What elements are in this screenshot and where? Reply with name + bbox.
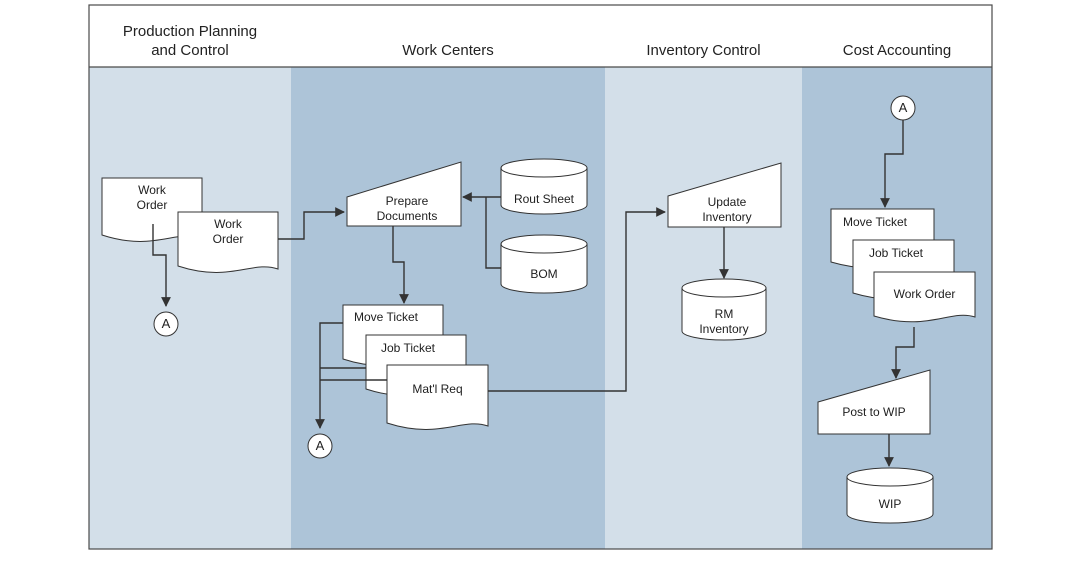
post-to-wip-process xyxy=(817,369,931,435)
off-page-connector-a-wc xyxy=(307,433,333,459)
rout-sheet-label: Rout Sheet xyxy=(513,191,575,206)
lane-header-work-centers: Work Centers xyxy=(402,42,494,59)
bom-label: BOM xyxy=(530,266,558,281)
rout-sheet-file xyxy=(500,158,588,215)
work-order-label-ca: Work Order xyxy=(893,286,956,301)
flow-work-order-to-prepare xyxy=(278,207,345,240)
flow-move-ticket-to-connector xyxy=(315,322,343,429)
work-order-document-ca xyxy=(873,271,976,323)
work-order-label-1: Work Order xyxy=(136,183,168,212)
connector-label-a-wc: A xyxy=(315,438,325,453)
flow-matl-req-to-update-inventory xyxy=(488,207,666,392)
move-ticket-label-ca: Move Ticket xyxy=(842,214,908,229)
prepare-documents-process xyxy=(346,161,462,227)
lane-bg-work-centers xyxy=(291,67,605,549)
work-order-label-2: Work Order xyxy=(212,217,244,246)
diagram-frame xyxy=(88,4,993,550)
prepare-documents-label: Prepare Documents xyxy=(376,194,438,223)
wip-file xyxy=(846,467,934,524)
rm-inventory-file xyxy=(681,278,767,341)
lane-header-inventory-control: Inventory Control xyxy=(646,42,761,59)
lane-header-ppc: Production Planning and Control xyxy=(122,23,258,59)
bom-file xyxy=(500,234,588,294)
flow-work-order-to-post xyxy=(891,327,915,379)
flow-prepare-to-documents xyxy=(392,226,409,304)
connector-label-a-ca: A xyxy=(898,100,908,115)
job-ticket-label-ca: Job Ticket xyxy=(868,245,924,260)
rm-inventory-label: RM Inventory xyxy=(699,307,749,336)
matl-req-document xyxy=(386,364,489,430)
wip-label: WIP xyxy=(878,496,902,511)
flow-connector-to-move-ticket xyxy=(880,120,904,208)
post-to-wip-label: Post to WIP xyxy=(842,404,906,419)
work-order-document-2 xyxy=(177,211,279,273)
job-ticket-label-wc: Job Ticket xyxy=(380,340,436,355)
update-inventory-process xyxy=(667,162,782,228)
matl-req-label: Mat'l Req xyxy=(412,381,463,396)
flow-bom-to-prepare xyxy=(485,197,501,269)
connector-label-a-ppc: A xyxy=(161,316,171,331)
update-inventory-label: Update Inventory xyxy=(702,195,752,224)
lane-header-cost-accounting: Cost Accounting xyxy=(842,42,952,59)
move-ticket-label-wc: Move Ticket xyxy=(353,309,419,324)
lane-bg-ppc xyxy=(89,67,291,549)
off-page-connector-a-ppc xyxy=(153,311,179,337)
flow-work-order-to-connector xyxy=(152,224,171,307)
